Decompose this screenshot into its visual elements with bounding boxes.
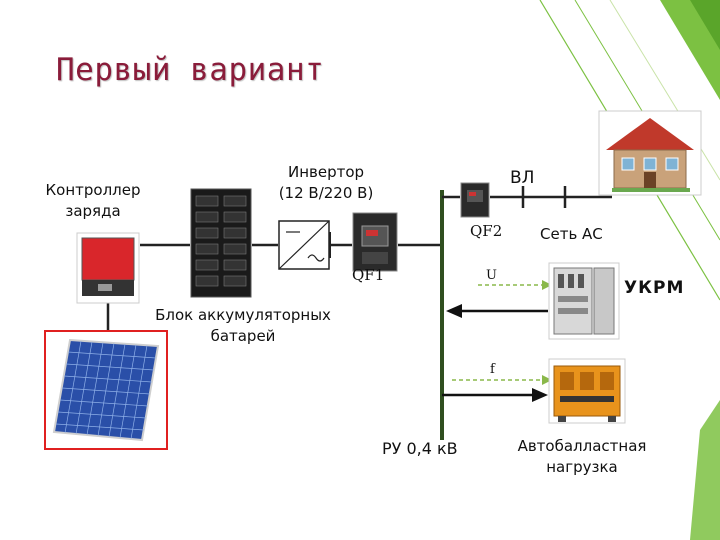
battery-label: Блок аккумуляторных батарей bbox=[155, 306, 331, 345]
ukrm-arrowhead bbox=[446, 304, 462, 318]
house-icon bbox=[598, 110, 702, 196]
vl-label: ВЛ bbox=[510, 168, 535, 188]
qf2-label: QF2 bbox=[470, 222, 503, 240]
load-bank-icon bbox=[548, 358, 626, 424]
battery-rack-icon bbox=[190, 188, 252, 298]
charge-controller-icon bbox=[76, 232, 140, 304]
ballast-label: Автобалластная нагрузка bbox=[517, 437, 647, 476]
qf1-label: QF1 bbox=[352, 266, 385, 284]
u-label: U bbox=[486, 268, 497, 283]
f-label: f bbox=[490, 362, 495, 377]
ukrm-label: УКРМ bbox=[624, 278, 685, 298]
switchgear-cabinet-icon bbox=[548, 262, 620, 340]
circuit-breaker-icon bbox=[352, 212, 398, 272]
qf2-breaker-icon bbox=[460, 182, 490, 218]
ballast-arrowhead bbox=[532, 388, 548, 402]
ru-label: РУ 0,4 кВ bbox=[382, 439, 458, 458]
solar-panel-frame bbox=[44, 330, 168, 450]
solar-panel-icon bbox=[52, 338, 160, 442]
inverter-symbol-icon bbox=[278, 220, 330, 270]
slide-title: Первый вариант bbox=[56, 52, 325, 88]
inverter-label: Инвертор (12 В/220 В) bbox=[278, 163, 374, 202]
controller-label: Контроллер заряда bbox=[45, 181, 141, 220]
grid-label: Сеть АС bbox=[540, 225, 603, 243]
